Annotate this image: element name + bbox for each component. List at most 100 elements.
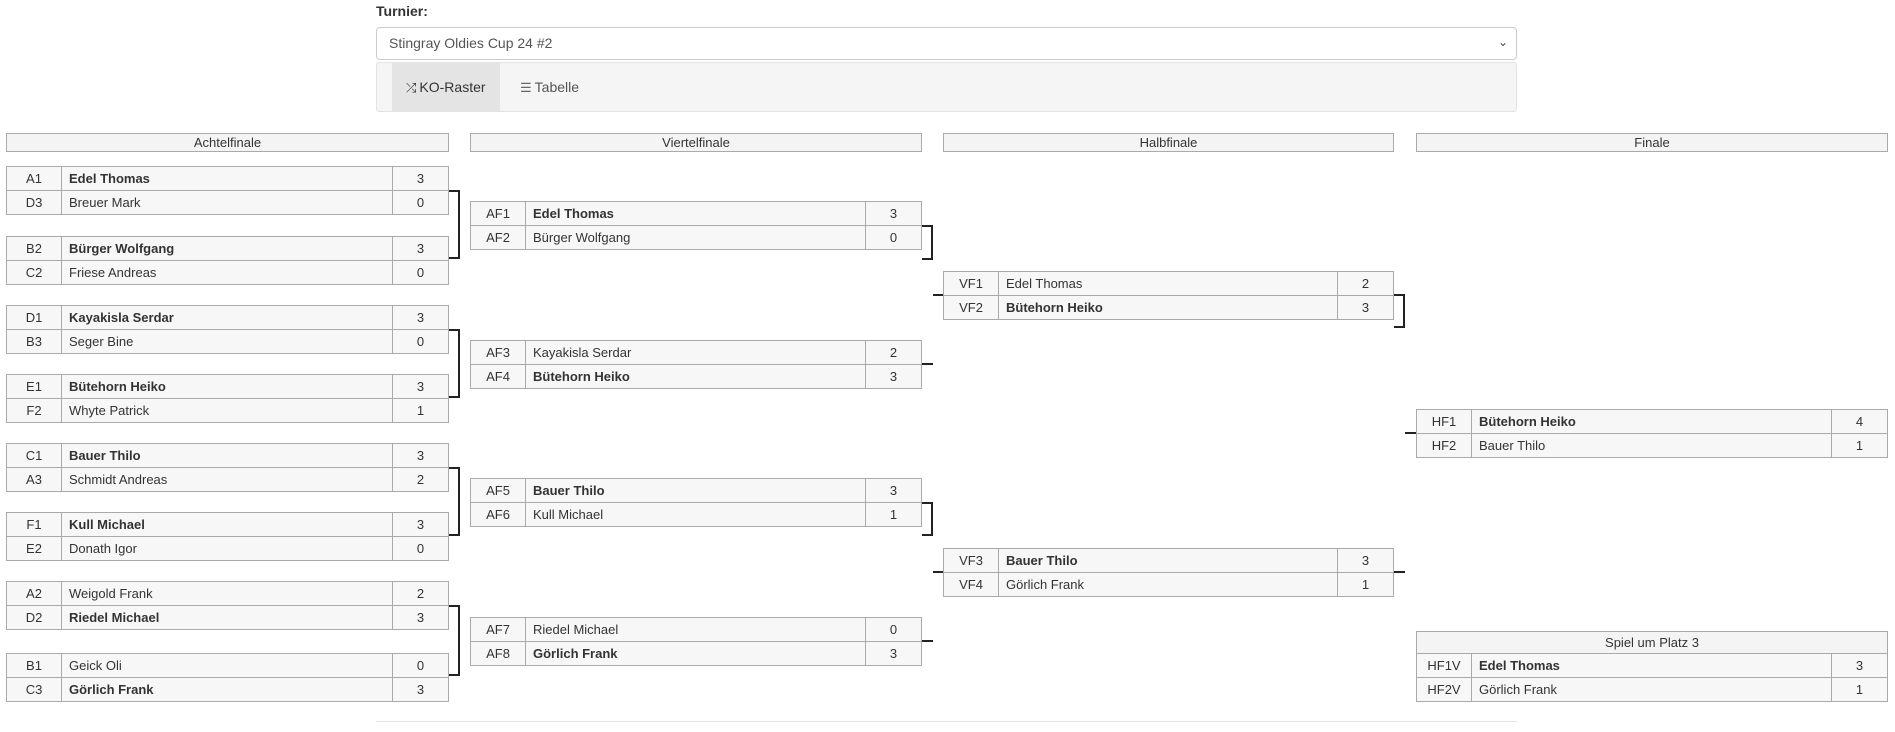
- player-name: Bauer Thilo: [533, 483, 605, 498]
- tournament-select[interactable]: Stingray Oldies Cup 24 #2 ⌄: [376, 27, 1517, 60]
- seed-label: D2: [7, 606, 62, 629]
- score: 0: [865, 226, 921, 249]
- third-place-header: Spiel um Platz 3: [1416, 631, 1888, 654]
- tab-tabelle[interactable]: ☰Tabelle: [506, 63, 593, 111]
- seed-label: HF1: [1417, 410, 1472, 433]
- score: 0: [392, 654, 448, 677]
- match-row[interactable]: D2 Riedel Michael 3: [6, 605, 449, 630]
- player-name: Schmidt Andreas: [69, 472, 168, 487]
- score: 3: [392, 606, 448, 629]
- player-name: Bauer Thilo: [1006, 553, 1078, 568]
- score: 0: [392, 537, 448, 560]
- player-name: Donath Igor: [69, 541, 137, 556]
- player-name: Edel Thomas: [69, 171, 150, 186]
- player-name: Edel Thomas: [533, 206, 614, 221]
- seed-label: VF4: [944, 573, 999, 596]
- bracket-connector: [449, 329, 460, 398]
- seed-label: AF2: [471, 226, 526, 249]
- score: 2: [865, 341, 921, 364]
- seed-label: A1: [7, 167, 62, 190]
- shuffle-icon: ⤮: [406, 80, 417, 95]
- match-row[interactable]: C2 Friese Andreas 0: [6, 260, 449, 285]
- seed-label: D3: [7, 191, 62, 214]
- score: 3: [865, 202, 921, 225]
- bracket-connector: [1394, 294, 1405, 328]
- score: 3: [865, 642, 921, 665]
- score: 3: [1337, 296, 1393, 319]
- bracket-connector: [1394, 571, 1405, 573]
- bracket-connector: [922, 502, 933, 536]
- score: 1: [865, 503, 921, 526]
- player-name: Geick Oli: [69, 658, 122, 673]
- tab-tabelle-label: Tabelle: [534, 79, 580, 95]
- score: 0: [865, 618, 921, 641]
- player-name: Edel Thomas: [1006, 276, 1083, 291]
- player-name: Kayakisla Serdar: [69, 310, 174, 325]
- seed-label: F2: [7, 399, 62, 422]
- seed-label: E1: [7, 375, 62, 398]
- view-tabs: ⤮KO-Raster ☰Tabelle: [376, 62, 1517, 112]
- seed-label: AF7: [471, 618, 526, 641]
- seed-label: E2: [7, 537, 62, 560]
- score: 1: [1337, 573, 1393, 596]
- score: 3: [865, 365, 921, 388]
- score: 4: [1831, 410, 1887, 433]
- player-name: Bauer Thilo: [1479, 438, 1546, 453]
- tab-ko-raster[interactable]: ⤮KO-Raster: [392, 63, 500, 111]
- score: 0: [392, 191, 448, 214]
- score: 3: [1831, 654, 1887, 677]
- seed-label: VF2: [944, 296, 999, 319]
- bracket-connector: [449, 190, 460, 259]
- score: 3: [392, 237, 448, 260]
- divider: [376, 721, 1517, 722]
- player-name: Seger Bine: [69, 334, 134, 349]
- player-name: Bauer Thilo: [69, 448, 141, 463]
- seed-label: HF1V: [1417, 654, 1472, 677]
- seed-label: C3: [7, 678, 62, 701]
- bracket-connector: [449, 467, 460, 536]
- player-name: Friese Andreas: [69, 265, 157, 280]
- player-name: Görlich Frank: [533, 646, 618, 661]
- seed-label: C2: [7, 261, 62, 284]
- score: 0: [392, 261, 448, 284]
- seed-label: VF3: [944, 549, 999, 572]
- match-row[interactable]: E2 Donath Igor 0: [6, 536, 449, 561]
- player-name: Bürger Wolfgang: [69, 241, 175, 256]
- seed-label: VF1: [944, 272, 999, 295]
- player-name: Riedel Michael: [69, 610, 160, 625]
- score: 3: [392, 444, 448, 467]
